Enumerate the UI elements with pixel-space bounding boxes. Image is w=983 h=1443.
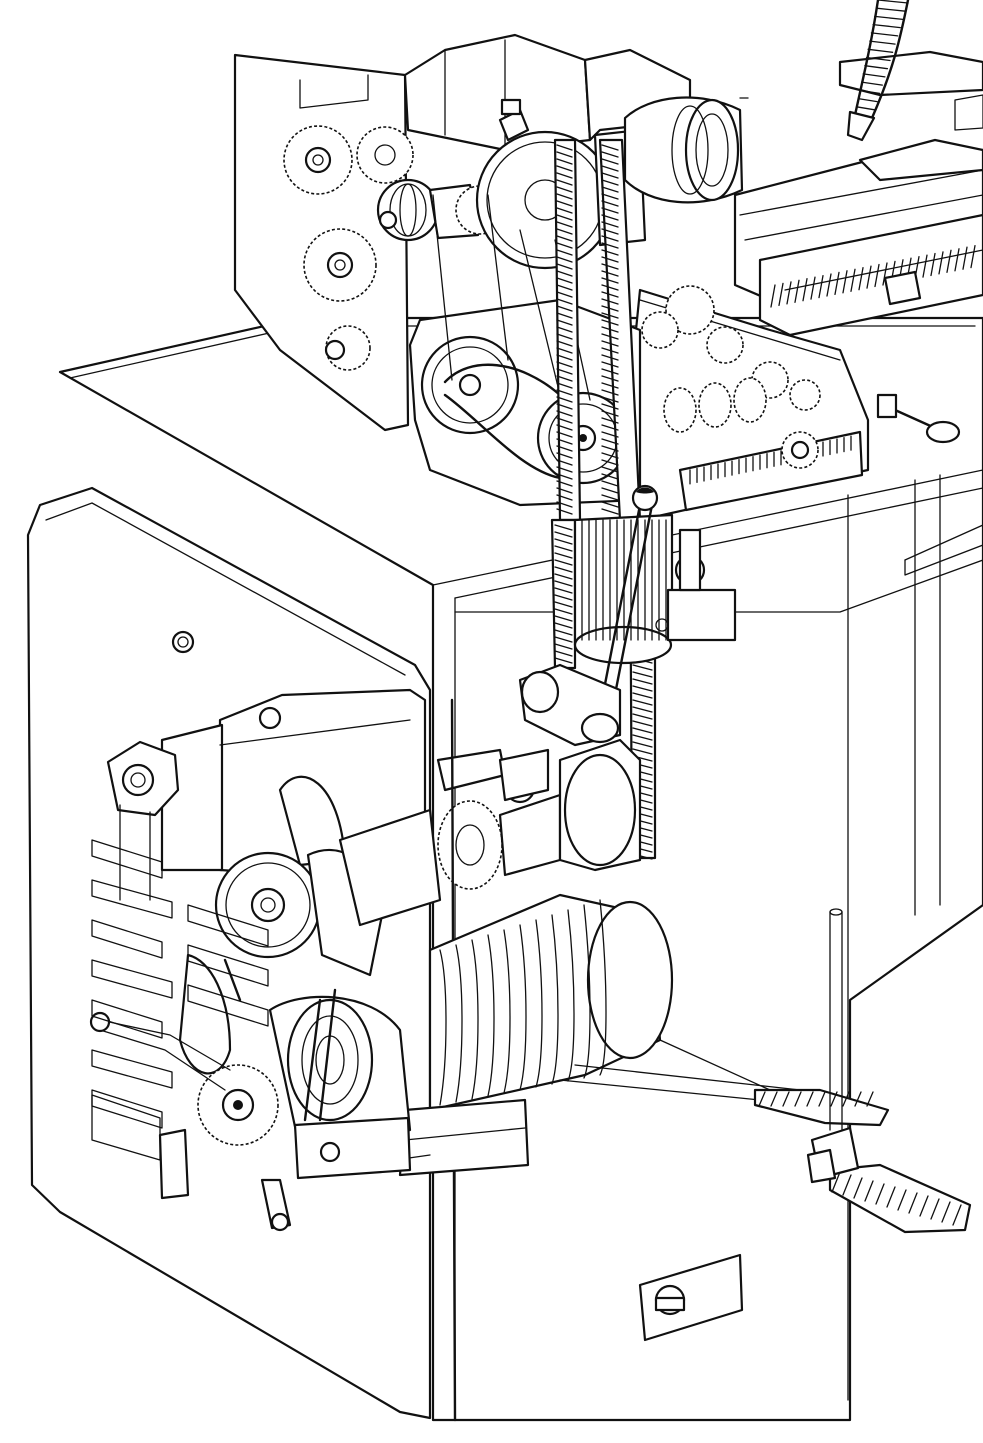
upper-pulley-drive [408, 194, 642, 507]
lathe-bed [733, 50, 983, 337]
vent-slot [91, 1094, 161, 1161]
spindle-assembly [475, 96, 749, 270]
leadscrew-thread [770, 244, 976, 308]
upper-motor-cylinder [573, 513, 737, 665]
vent-slot [187, 904, 269, 947]
lower-drive-block [160, 688, 642, 1422]
vent-slot [91, 879, 173, 919]
feed-gearbox [623, 270, 961, 522]
clutch-linkage [89, 740, 292, 1232]
change-gears [283, 125, 505, 371]
vent-slot [91, 1049, 173, 1089]
main-motor [394, 893, 674, 1177]
motor-pulley [223, 958, 412, 1180]
vent-slot [187, 944, 269, 987]
main-drive-belt [550, 138, 657, 860]
speed-shift-lever [518, 484, 659, 747]
vent-slot [91, 839, 163, 879]
vent-slot [91, 959, 173, 999]
vent-slot [91, 999, 163, 1039]
brake-pedal [559, 908, 972, 1234]
drain-plug-housing [638, 1253, 744, 1342]
coolant-hose [846, 0, 910, 142]
vent-slot [91, 919, 163, 959]
vent-slot [187, 984, 269, 1027]
door-ventilation-slots [91, 839, 269, 1161]
